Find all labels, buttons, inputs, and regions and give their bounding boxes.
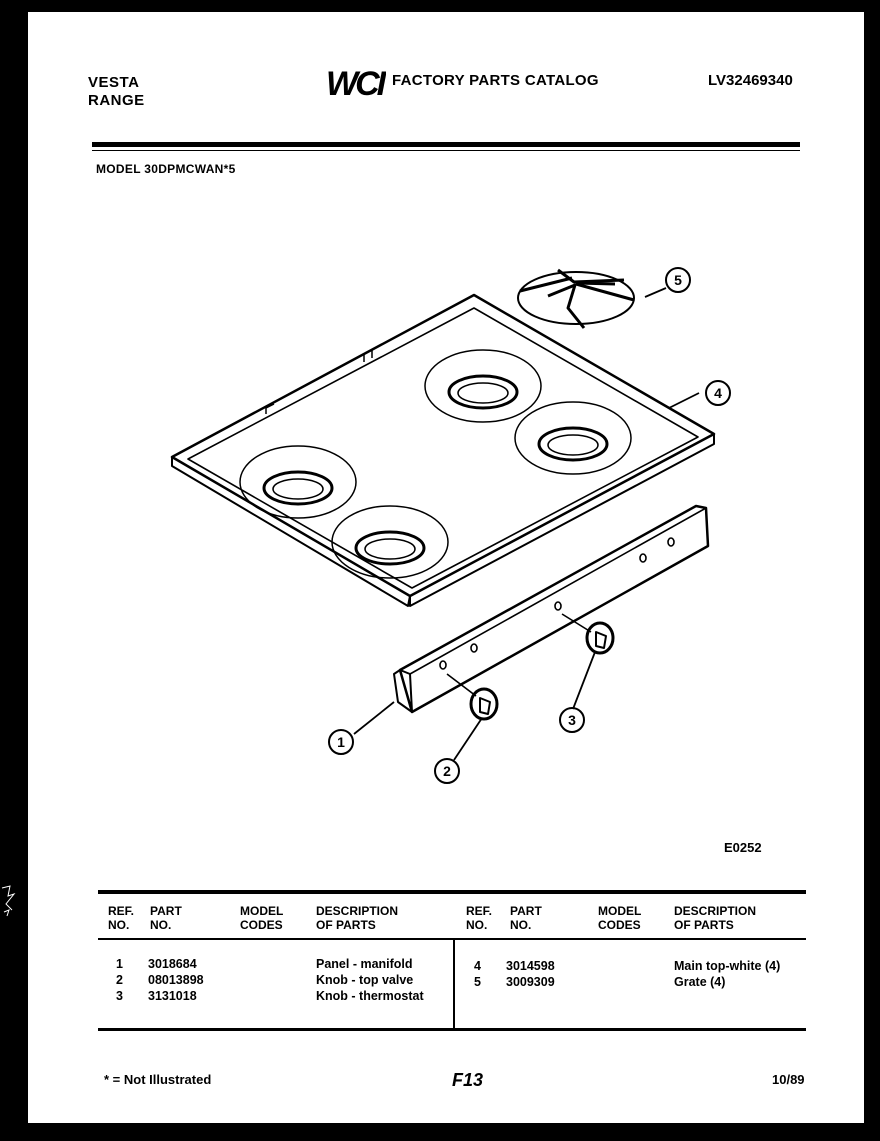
diagram-code: E0252 bbox=[724, 840, 762, 855]
table-column-divider bbox=[453, 940, 455, 1028]
header-part-line2: NO. bbox=[150, 918, 172, 932]
ref-4: 4 bbox=[474, 959, 481, 973]
desc-2: Knob - top valve bbox=[316, 973, 414, 987]
header-model-right: MODEL CODES bbox=[598, 904, 641, 932]
header-ref-right: REF. NO. bbox=[466, 904, 492, 932]
header-model-line1: MODEL bbox=[240, 904, 284, 918]
footnote-not-illustrated: * = Not Illustrated bbox=[104, 1072, 212, 1087]
manifold-panel bbox=[393, 504, 710, 714]
header-desc-line2: OF PARTS bbox=[316, 918, 376, 932]
header-desc-line1: DESCRIPTION bbox=[316, 904, 399, 918]
model-label: MODEL 30DPMCWAN*5 bbox=[96, 162, 236, 176]
catalog-code: LV32469340 bbox=[708, 72, 793, 89]
knob-thermostat bbox=[561, 613, 615, 655]
header-desc-right: DESCRIPTION OF PARTS bbox=[674, 904, 756, 932]
catalog-page: VESTA RANGE WCI FACTORY PARTS CATALOG LV… bbox=[28, 12, 864, 1123]
brand-line-1: VESTA bbox=[88, 74, 140, 91]
part-no-4: 3014598 bbox=[506, 959, 555, 973]
knob-top-valve bbox=[446, 673, 499, 721]
header-ref-line1: REF. bbox=[466, 904, 493, 918]
table-top-rule bbox=[98, 890, 806, 894]
header-rule-thin bbox=[92, 150, 800, 151]
header-desc-line2: OF PARTS bbox=[674, 918, 734, 932]
revision-date: 10/89 bbox=[772, 1072, 805, 1087]
exploded-parts-diagram: 5 4 1 2 3 bbox=[170, 267, 731, 784]
wci-logo: WCI bbox=[326, 65, 386, 100]
main-top-panel bbox=[170, 293, 716, 607]
logo-text: WCI bbox=[326, 65, 386, 100]
desc-3: Knob - thermostat bbox=[316, 989, 424, 1003]
header-rule bbox=[92, 142, 800, 147]
catalog-title: FACTORY PARTS CATALOG bbox=[392, 72, 599, 89]
ref-5: 5 bbox=[474, 975, 481, 989]
desc-5: Grate (4) bbox=[674, 975, 726, 989]
callout-3: 3 bbox=[568, 712, 576, 728]
burner-front-right bbox=[514, 401, 632, 475]
header-ref-line2: NO. bbox=[466, 918, 488, 932]
table-header-rule bbox=[98, 938, 806, 940]
header-model-line2: CODES bbox=[598, 918, 641, 932]
part-no-3: 3131018 bbox=[148, 989, 197, 1003]
header-ref-line2: NO. bbox=[108, 918, 130, 932]
burner-rear-left bbox=[239, 445, 357, 519]
header-part-left: PART NO. bbox=[150, 904, 182, 932]
callout-5: 5 bbox=[674, 272, 682, 288]
header-desc-line1: DESCRIPTION bbox=[674, 904, 757, 918]
header-part-line1: PART bbox=[510, 904, 542, 918]
header-ref-left: REF. NO. bbox=[108, 904, 134, 932]
callout-2: 2 bbox=[443, 763, 451, 779]
burner-front-left bbox=[331, 505, 449, 579]
brand-line-2: RANGE bbox=[88, 92, 145, 109]
burner-rear-right bbox=[424, 349, 542, 423]
header-part-line2: NO. bbox=[510, 918, 532, 932]
ref-2: 2 bbox=[116, 973, 123, 987]
desc-4: Main top-white (4) bbox=[674, 959, 781, 973]
header-model-line1: MODEL bbox=[598, 904, 642, 918]
header-part-line1: PART bbox=[150, 904, 182, 918]
header-desc-left: DESCRIPTION OF PARTS bbox=[316, 904, 398, 932]
scan-artifact bbox=[0, 880, 26, 920]
grate bbox=[517, 268, 635, 329]
desc-1: Panel - manifold bbox=[316, 957, 413, 971]
header-model-left: MODEL CODES bbox=[240, 904, 283, 932]
page-number: F13 bbox=[452, 1070, 484, 1090]
callout-1: 1 bbox=[337, 734, 345, 750]
ref-3: 3 bbox=[116, 989, 123, 1003]
ref-1: 1 bbox=[116, 957, 123, 971]
callout-4: 4 bbox=[714, 385, 722, 401]
header-ref-line1: REF. bbox=[108, 904, 135, 918]
part-no-2: 08013898 bbox=[148, 973, 204, 987]
table-bottom-rule bbox=[98, 1028, 806, 1031]
part-no-5: 3009309 bbox=[506, 975, 555, 989]
brand-block: VESTA RANGE bbox=[88, 74, 145, 110]
header-model-line2: CODES bbox=[240, 918, 283, 932]
part-no-1: 3018684 bbox=[148, 957, 197, 971]
header-part-right: PART NO. bbox=[510, 904, 542, 932]
